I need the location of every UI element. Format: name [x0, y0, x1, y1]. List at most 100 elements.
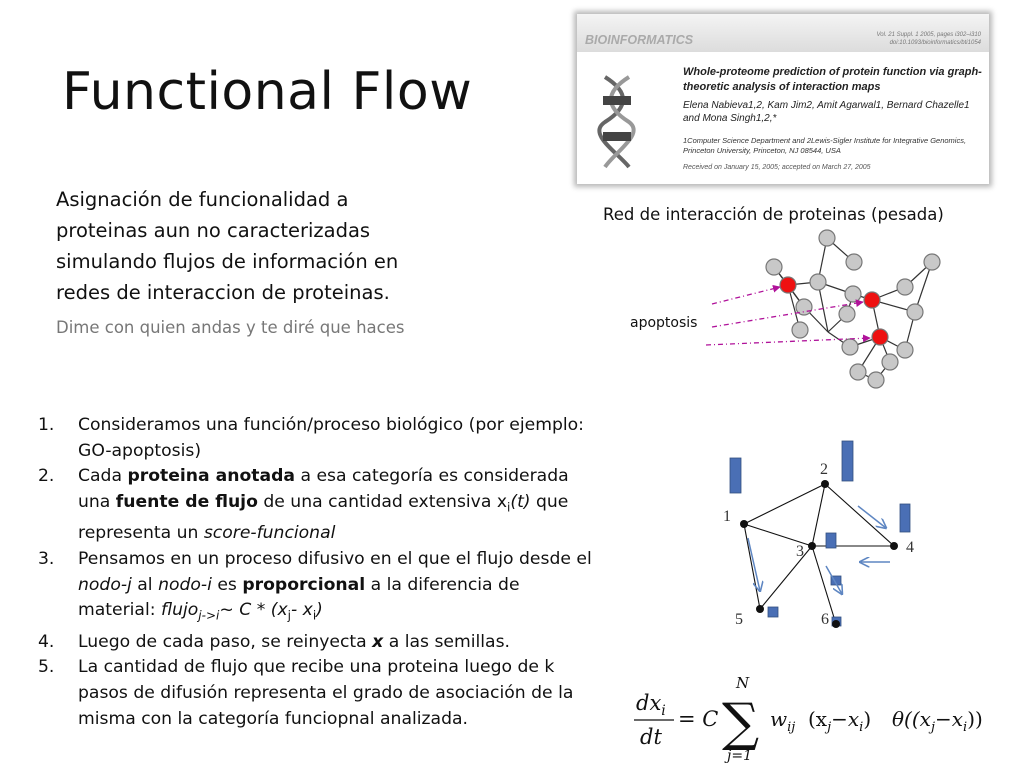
- doi-line: doi:10.1093/bioinformatics/bti1054: [889, 40, 981, 46]
- flow-node-label: 1: [723, 508, 731, 525]
- step-text: a las semillas.: [383, 631, 510, 652]
- step-text: i: [507, 500, 511, 515]
- flow-arrow: [747, 537, 760, 591]
- formula-equals-c: = C: [678, 707, 718, 731]
- paper-banner: [577, 14, 989, 52]
- seed-arrow: [705, 334, 871, 346]
- network-node: [881, 353, 899, 371]
- network-node: [845, 253, 863, 271]
- flow-node-label: 3: [796, 543, 804, 560]
- seed-node: [779, 276, 797, 294]
- network-node: [896, 278, 914, 296]
- flow-node: [740, 520, 748, 528]
- step-item: 4.Luego de cada paso, se reinyecta x a l…: [38, 630, 598, 656]
- step-item: 2.Cada proteina anotada a esa categoría …: [38, 464, 598, 547]
- formula-difference: (xj−xi): [808, 707, 871, 735]
- step-text: j->i: [198, 608, 220, 623]
- step-text: x: [372, 631, 384, 652]
- step-text: ): [316, 600, 323, 621]
- step-text: Consideramos una función/proceso biológi…: [78, 415, 584, 461]
- formula-lhs-num: dxi: [636, 691, 666, 719]
- flow-arrow: [825, 565, 842, 594]
- step-item: 3. Pensamos en un proceso difusivo en el …: [38, 547, 598, 630]
- network-node: [923, 253, 941, 271]
- flow-bar: [825, 532, 837, 549]
- journal-name: BIOINFORMATICS: [585, 33, 694, 47]
- dna-logo-icon: [597, 75, 636, 169]
- formula-lhs-den: dt: [640, 725, 662, 749]
- step-text: Pensamos en un proceso difusivo en el qu…: [78, 548, 592, 569]
- flow-edge: [824, 483, 895, 547]
- seed-node: [871, 328, 889, 346]
- formula-sum-sign: ∑: [722, 693, 759, 753]
- network-caption: Red de interacción de proteinas (pesada): [603, 205, 944, 224]
- network-node: [841, 338, 859, 356]
- step-text: a la diferencia de material:: [78, 574, 520, 621]
- step-text: nodo-i: [158, 574, 212, 595]
- flow-diagram: 1 2 3 4 5 6: [723, 440, 914, 628]
- flow-node: [808, 542, 816, 550]
- flow-node-label: 2: [820, 461, 828, 478]
- step-text: proporcional: [242, 574, 366, 595]
- formula-theta: θ((xj−xi)): [892, 707, 983, 735]
- network-node: [844, 285, 862, 303]
- intro-text: Asignación de funcionalidad a proteinas …: [56, 188, 399, 304]
- step-text: (t): [510, 492, 531, 513]
- flow-node: [756, 605, 764, 613]
- network-node: [818, 229, 836, 247]
- network-node: [838, 305, 856, 323]
- flow-node-label: 6: [821, 611, 829, 628]
- paper-affiliation: 1Computer Science Department and 2Lewis-…: [683, 136, 967, 155]
- step-item: 5. La cantidad de flujo que recibe una pr…: [38, 655, 598, 732]
- step-text: al: [131, 574, 159, 595]
- flow-node: [821, 480, 829, 488]
- flow-bar: [767, 606, 779, 618]
- flow-bar: [899, 503, 911, 533]
- step-item: 1. Consideramos una función/proceso bioló…: [38, 413, 598, 464]
- step-number: 1.: [38, 415, 55, 435]
- step-text: i: [312, 608, 317, 623]
- step-number: 3.: [38, 548, 55, 569]
- flow-edge: [811, 483, 826, 547]
- step-text: j: [287, 608, 291, 623]
- flow-node-label: 5: [735, 611, 743, 628]
- paper-received: Received on January 15, 2005; accepted o…: [683, 164, 871, 171]
- seed-arrow: [711, 299, 864, 328]
- flow-node: [832, 620, 840, 628]
- flow-bar: [841, 440, 854, 482]
- volume-info: Vol. 21 Suppl. 1 2005, pages i302–i310 d…: [876, 31, 981, 47]
- volume-line: Vol. 21 Suppl. 1 2005, pages i302–i310: [876, 32, 981, 38]
- network-node: [791, 321, 809, 339]
- step-text: a esa categoría es considerada una: [78, 466, 569, 513]
- flow-arrow: [857, 505, 886, 528]
- paper-authors: Elena Nabieva1,2, Kam Jim2, Amit Agarwal…: [683, 100, 970, 124]
- network-node: [765, 258, 783, 276]
- step-text: Cada: [78, 466, 128, 487]
- slide-title: Functional Flow: [62, 62, 473, 122]
- network-edge: [914, 261, 933, 313]
- step-text: La cantidad de flujo que recibe una prot…: [78, 657, 574, 729]
- network-node: [849, 363, 867, 381]
- seed-node: [863, 291, 881, 309]
- step-text: - x: [290, 600, 313, 621]
- step-text: flujo: [161, 600, 199, 621]
- diffusion-formula: dxi dt = C N ∑ j=1 wij (xj−xi) θ((xj−xi)…: [634, 674, 983, 764]
- flow-node: [890, 542, 898, 550]
- step-number: 4.: [38, 631, 55, 652]
- flow-edge: [743, 483, 826, 525]
- formula-sum-top: N: [735, 674, 750, 692]
- steps-list: 1. Consideramos una función/proceso bioló…: [38, 413, 598, 732]
- step-text: es: [211, 574, 243, 595]
- paper-thumbnail: BIOINFORMATICS Vol. 21 Suppl. 1 2005, pa…: [577, 14, 989, 184]
- flow-edge: [759, 545, 813, 610]
- step-text: score-funcional: [203, 523, 336, 544]
- flow-edge: [811, 545, 837, 625]
- step-number: 5.: [38, 657, 55, 678]
- network-node: [906, 303, 924, 321]
- flow-node-label: 4: [906, 539, 914, 556]
- seed-arrow: [711, 284, 781, 305]
- flow-edge: [743, 523, 761, 610]
- apoptosis-label: apoptosis: [630, 315, 698, 331]
- flow-edge: [743, 523, 813, 547]
- network-node: [809, 273, 827, 291]
